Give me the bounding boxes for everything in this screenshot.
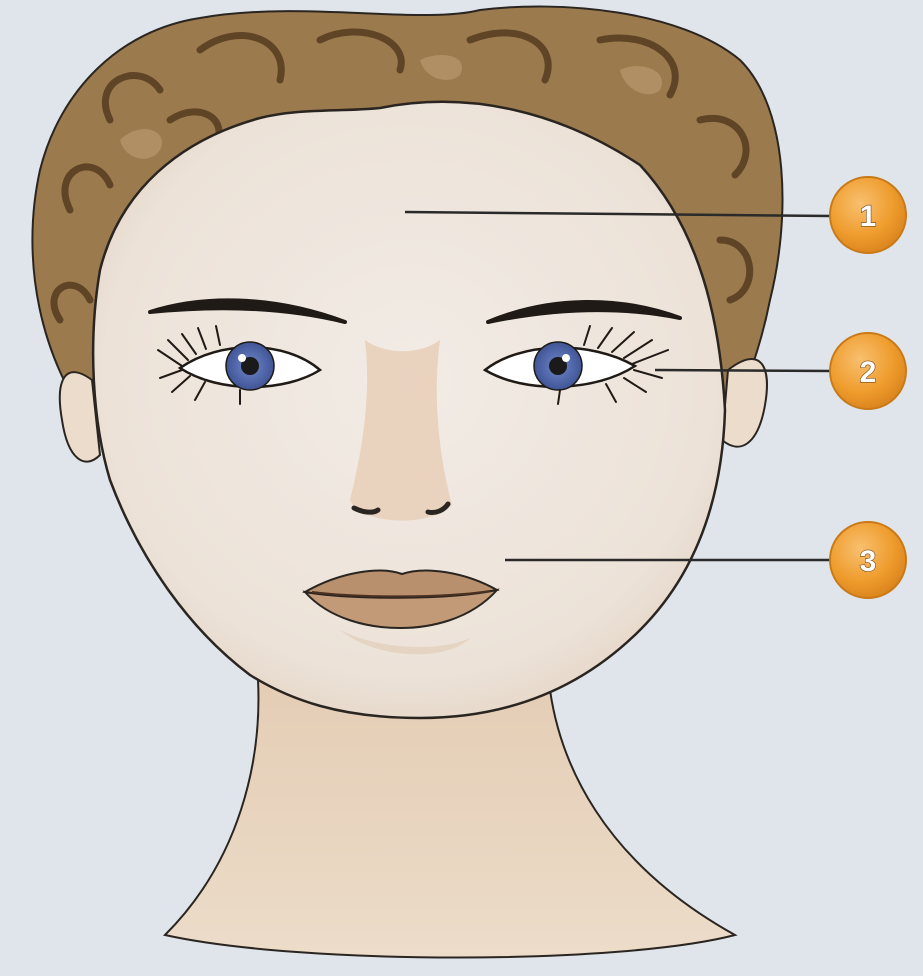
leader-line-2: [655, 370, 832, 371]
neck: [165, 680, 735, 958]
svg-text:3: 3: [860, 545, 877, 578]
svg-text:1: 1: [860, 200, 877, 233]
svg-text:2: 2: [860, 356, 877, 389]
marker-3: 3: [830, 522, 906, 598]
marker-1: 1: [830, 177, 906, 253]
right-ear: [722, 359, 767, 447]
marker-2: 2: [830, 333, 906, 409]
